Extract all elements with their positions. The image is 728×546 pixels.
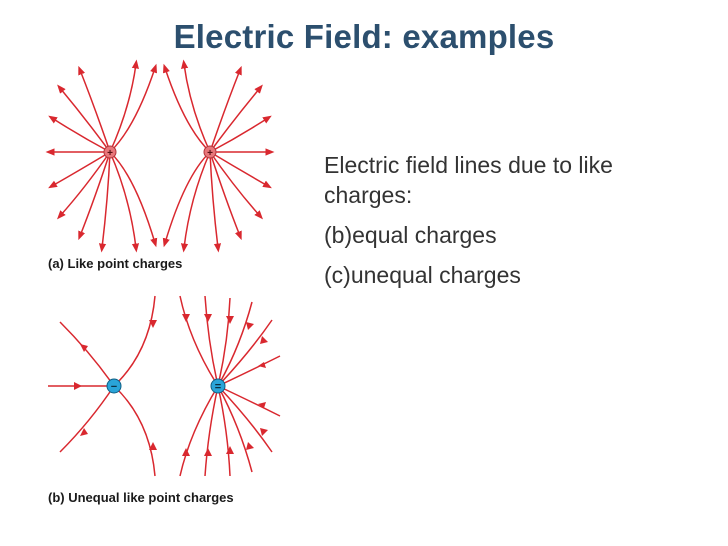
body-item-equal: (b)equal charges <box>324 222 497 248</box>
body-item-unequal: (c)unequal charges <box>324 262 521 288</box>
slide-body: Electric field lines due to like charges… <box>324 150 704 300</box>
field-lines-a <box>45 59 275 253</box>
figure-like-point-charges: + + <box>45 59 275 253</box>
charge-symbol-b1: − <box>111 381 117 393</box>
charge-symbol-b2: = <box>215 381 221 393</box>
charge-symbol-a2: + <box>207 148 213 159</box>
charge-symbol-a1: + <box>107 148 113 159</box>
body-intro: Electric field lines due to like charges… <box>324 152 613 208</box>
negative-charge-right: = <box>210 378 226 394</box>
positive-charge-left: + <box>103 145 117 159</box>
slide-title: Electric Field: examples <box>173 18 555 55</box>
arrows-b <box>74 314 268 456</box>
caption-a: (a) Like point charges <box>48 256 183 271</box>
caption-b: (b) Unequal like point charges <box>48 490 234 505</box>
positive-charge-right: + <box>203 145 217 159</box>
figure-unequal-like-point-charges: − = <box>48 295 281 477</box>
negative-charge-left: − <box>106 378 122 394</box>
field-lines-b <box>48 295 281 477</box>
